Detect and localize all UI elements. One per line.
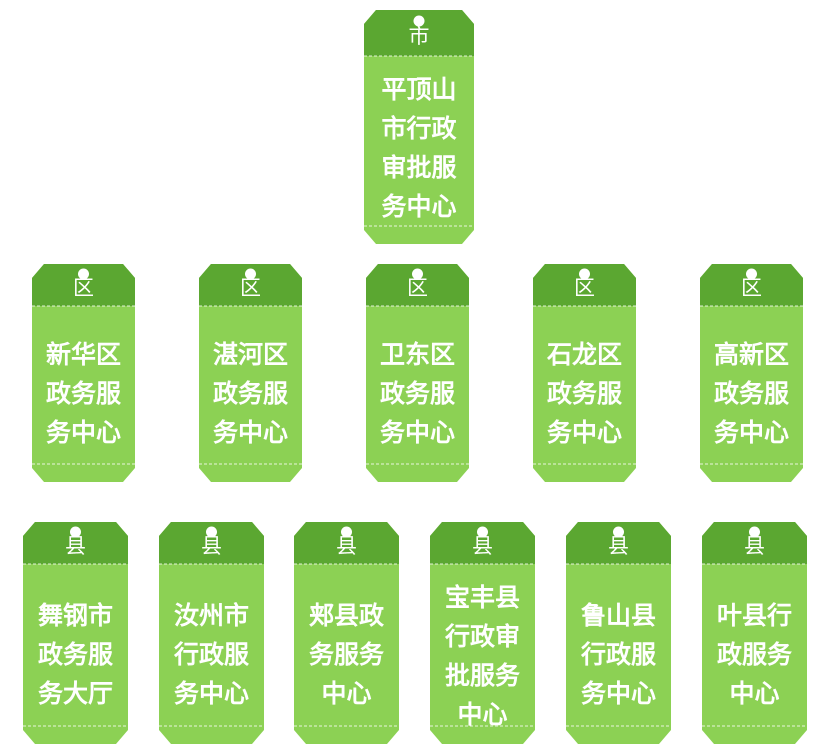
level-label: 县 xyxy=(472,534,493,558)
tag-shape xyxy=(159,522,264,744)
center-name: 石龙区 政务服 务中心 xyxy=(533,335,636,452)
center-name: 湛河区 政务服 务中心 xyxy=(199,335,302,452)
name-line: 卫东区 xyxy=(379,340,455,369)
level-label: 区 xyxy=(574,276,595,300)
hole-icon xyxy=(78,268,89,280)
district-tag-xinhua: 区 新华区 政务服 务中心 xyxy=(32,264,135,482)
name-line: 务中心 xyxy=(212,418,288,447)
tag-shape xyxy=(533,264,636,482)
name-line: 政务服 xyxy=(713,379,789,408)
hole-icon xyxy=(613,526,624,538)
name-line: 审批服 xyxy=(381,153,457,182)
hole-icon xyxy=(245,268,256,280)
center-name: 汝州市 行政服 务中心 xyxy=(159,596,264,713)
city-tag: 市 平顶山 市行政 审批服 务中心 xyxy=(364,10,474,244)
name-line: 行政审 xyxy=(444,622,520,651)
name-line: 政务服 xyxy=(379,379,455,408)
county-tag-baofeng: 县 宝丰县 行政审 批服务 中心 xyxy=(430,522,535,744)
name-line: 务中心 xyxy=(379,418,455,447)
name-line: 政务服 xyxy=(45,379,121,408)
county-tag-wugang: 县 舞钢市 政务服 务大厅 xyxy=(23,522,128,744)
level-label: 县 xyxy=(336,534,357,558)
name-line: 高新区 xyxy=(713,340,789,369)
name-line: 政务服 xyxy=(546,379,622,408)
name-line: 务中心 xyxy=(546,418,622,447)
hole-icon xyxy=(412,268,423,280)
tag-shape xyxy=(430,522,535,744)
tag-shape xyxy=(294,522,399,744)
name-line: 湛河区 xyxy=(212,340,288,369)
hole-icon xyxy=(70,526,81,538)
district-tag-weidong: 区 卫东区 政务服 务中心 xyxy=(366,264,469,482)
center-name: 郏县政 务服务 中心 xyxy=(294,596,399,713)
county-tag-yexian: 县 叶县行 政服务 中心 xyxy=(702,522,807,744)
center-name: 舞钢市 政务服 务大厅 xyxy=(23,596,128,713)
level-label: 区 xyxy=(741,276,762,300)
hole-icon xyxy=(477,526,488,538)
name-line: 批服务 xyxy=(444,661,520,690)
hole-icon xyxy=(746,268,757,280)
level-label: 区 xyxy=(407,276,428,300)
name-line: 郏县政 xyxy=(308,601,384,630)
tag-shape xyxy=(32,264,135,482)
county-tag-jiaxian: 县 郏县政 务服务 中心 xyxy=(294,522,399,744)
tag-shape xyxy=(702,522,807,744)
name-line: 舞钢市 xyxy=(37,601,113,630)
district-tag-gaoxin: 区 高新区 政务服 务中心 xyxy=(700,264,803,482)
name-line: 政务服 xyxy=(212,379,288,408)
tag-shape xyxy=(364,10,474,244)
center-name: 平顶山 市行政 审批服 务中心 xyxy=(364,70,474,226)
name-line: 石龙区 xyxy=(546,340,622,369)
level-label: 县 xyxy=(201,534,222,558)
name-line: 务中心 xyxy=(45,418,121,447)
name-line: 行政服 xyxy=(580,640,656,669)
name-line: 汝州市 xyxy=(173,601,249,630)
level-label: 县 xyxy=(744,534,765,558)
hole-icon xyxy=(749,526,760,538)
center-name: 卫东区 政务服 务中心 xyxy=(366,335,469,452)
county-tag-ruzhou: 县 汝州市 行政服 务中心 xyxy=(159,522,264,744)
tag-shape xyxy=(199,264,302,482)
name-line: 务中心 xyxy=(580,679,656,708)
name-line: 叶县行 xyxy=(716,601,792,630)
hole-icon xyxy=(206,526,217,538)
name-line: 行政服 xyxy=(173,640,249,669)
name-line: 务服务 xyxy=(308,640,384,669)
name-line: 中心 xyxy=(457,700,508,729)
hole-icon xyxy=(413,15,425,27)
tag-shape xyxy=(23,522,128,744)
name-line: 鲁山县 xyxy=(580,601,656,630)
tag-shape xyxy=(566,522,671,744)
tag-shape xyxy=(700,264,803,482)
name-line: 务大厅 xyxy=(37,679,113,708)
name-line: 政务服 xyxy=(37,640,113,669)
center-name: 新华区 政务服 务中心 xyxy=(32,335,135,452)
center-name: 叶县行 政服务 中心 xyxy=(702,596,807,713)
level-label: 区 xyxy=(240,276,261,300)
level-label: 县 xyxy=(65,534,86,558)
tag-shape xyxy=(366,264,469,482)
hole-icon xyxy=(341,526,352,538)
district-tag-zhanhe: 区 湛河区 政务服 务中心 xyxy=(199,264,302,482)
name-line: 平顶山 xyxy=(381,75,457,104)
level-label: 县 xyxy=(608,534,629,558)
name-line: 宝丰县 xyxy=(444,583,520,612)
hole-icon xyxy=(579,268,590,280)
level-label: 市 xyxy=(408,24,430,48)
name-line: 中心 xyxy=(729,679,780,708)
name-line: 中心 xyxy=(321,679,372,708)
name-line: 务中心 xyxy=(381,192,457,221)
center-name: 鲁山县 行政服 务中心 xyxy=(566,596,671,713)
center-name: 宝丰县 行政审 批服务 中心 xyxy=(430,578,535,734)
district-tag-shilong: 区 石龙区 政务服 务中心 xyxy=(533,264,636,482)
name-line: 务中心 xyxy=(173,679,249,708)
name-line: 新华区 xyxy=(45,340,121,369)
level-label: 区 xyxy=(73,276,94,300)
name-line: 政服务 xyxy=(716,640,792,669)
county-tag-lushan: 县 鲁山县 行政服 务中心 xyxy=(566,522,671,744)
center-name: 高新区 政务服 务中心 xyxy=(700,335,803,452)
name-line: 务中心 xyxy=(713,418,789,447)
name-line: 市行政 xyxy=(381,114,457,143)
